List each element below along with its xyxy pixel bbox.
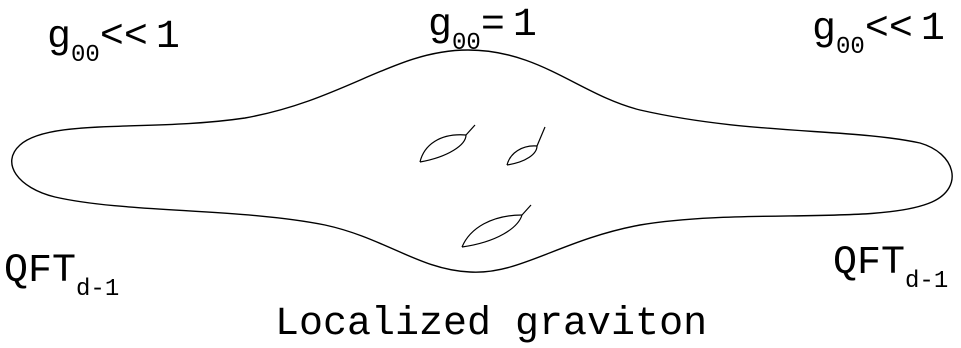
metric-subscript: 00 <box>836 34 865 61</box>
qft-text: QFT <box>833 241 906 286</box>
label-metric-right: g00<< 1 <box>812 7 945 60</box>
metric-value: 1 <box>920 7 945 52</box>
qft-text: QFT <box>4 249 77 294</box>
graviton-lobe-left <box>419 124 476 163</box>
label-metric-center: g00= 1 <box>428 3 537 56</box>
qft-subscript: d-1 <box>76 276 120 303</box>
metric-subscript: 00 <box>71 42 100 69</box>
metric-symbol: g <box>47 15 72 60</box>
metric-symbol: g <box>812 7 837 52</box>
metric-relation: = <box>480 3 505 48</box>
metric-subscript: 00 <box>452 30 481 57</box>
label-qft-left: QFTd-1 <box>4 249 119 302</box>
metric-relation: << <box>864 7 913 52</box>
graviton-lobe-bottom <box>461 204 532 248</box>
graviton-lobe-right <box>506 126 546 166</box>
metric-value: 1 <box>512 3 537 48</box>
qft-subscript: d-1 <box>905 268 949 295</box>
metric-value: 1 <box>155 15 180 60</box>
metric-relation: << <box>99 15 148 60</box>
metric-symbol: g <box>428 3 453 48</box>
label-metric-left: g00<< 1 <box>47 15 180 68</box>
label-qft-right: QFTd-1 <box>833 241 948 294</box>
brane-outline <box>11 49 953 273</box>
caption-localized-graviton: Localized graviton <box>275 302 708 347</box>
